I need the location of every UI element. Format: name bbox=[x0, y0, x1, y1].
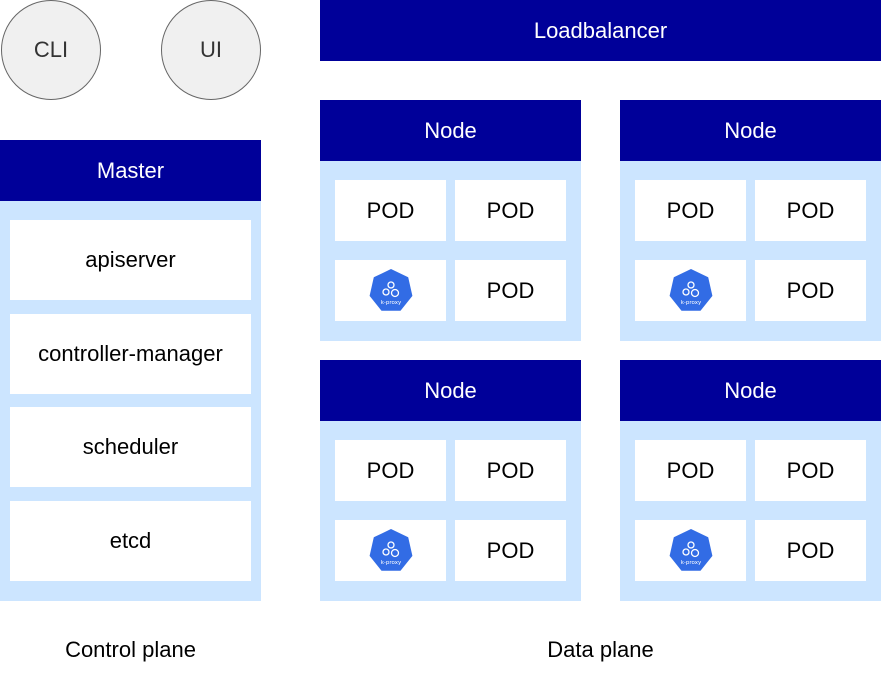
pod-label: POD bbox=[666, 457, 715, 483]
control-plane-caption: Control plane bbox=[0, 630, 261, 670]
node-header: Node bbox=[320, 100, 581, 161]
pod-label: POD bbox=[486, 457, 535, 483]
pod-box: POD bbox=[455, 440, 566, 501]
loadbalancer-box: Loadbalancer bbox=[320, 0, 881, 61]
controller-manager-box: controller-manager bbox=[10, 314, 251, 394]
control-plane-label: Control plane bbox=[65, 637, 196, 662]
pod-box: POD bbox=[455, 520, 566, 581]
node-header: Node bbox=[620, 360, 881, 421]
node-title: Node bbox=[724, 377, 777, 403]
kube-proxy-box: k-proxy bbox=[635, 260, 746, 321]
kubernetes-heptagon-icon: k-proxy bbox=[669, 528, 712, 571]
proxy-label: k-proxy bbox=[680, 300, 701, 306]
pod-box: POD bbox=[635, 440, 746, 501]
pod-label: POD bbox=[366, 197, 415, 223]
pod-label: POD bbox=[786, 277, 835, 303]
data-plane-label: Data plane bbox=[547, 637, 654, 662]
pod-box: POD bbox=[755, 440, 866, 501]
kube-proxy-box: k-proxy bbox=[335, 260, 446, 321]
node-header: Node bbox=[620, 100, 881, 161]
kubernetes-heptagon-icon: k-proxy bbox=[669, 268, 712, 311]
pod-box: POD bbox=[755, 180, 866, 241]
node-title: Node bbox=[424, 377, 477, 403]
master-title: Master bbox=[96, 157, 165, 183]
pod-label: POD bbox=[486, 537, 535, 563]
pod-label: POD bbox=[786, 197, 835, 223]
pod-box: POD bbox=[335, 180, 446, 241]
node-title: Node bbox=[424, 117, 477, 143]
pod-box: POD bbox=[755, 520, 866, 581]
kubernetes-heptagon-icon: k-proxy bbox=[369, 268, 412, 311]
pod-label: POD bbox=[486, 197, 535, 223]
etcd-label: etcd bbox=[109, 528, 152, 553]
pod-label: POD bbox=[786, 537, 835, 563]
pod-box: POD bbox=[335, 440, 446, 501]
apiserver-box: apiserver bbox=[10, 220, 251, 300]
data-plane-caption: Data plane bbox=[320, 630, 881, 670]
kubernetes-heptagon-icon: k-proxy bbox=[369, 528, 412, 571]
kube-proxy-box: k-proxy bbox=[635, 520, 746, 581]
node-header: Node bbox=[320, 360, 581, 421]
controller-manager-label: controller-manager bbox=[38, 341, 223, 366]
apiserver-label: apiserver bbox=[85, 247, 176, 272]
master-header: Master bbox=[0, 140, 261, 201]
pod-label: POD bbox=[486, 277, 535, 303]
proxy-label: k-proxy bbox=[680, 560, 701, 566]
etcd-box: etcd bbox=[10, 501, 251, 581]
scheduler-box: scheduler bbox=[10, 407, 251, 487]
loadbalancer-label: Loadbalancer bbox=[533, 17, 668, 43]
pod-label: POD bbox=[666, 197, 715, 223]
ui-client: UI bbox=[161, 0, 261, 100]
cli-label: CLI bbox=[33, 37, 69, 62]
pod-label: POD bbox=[786, 457, 835, 483]
cli-client: CLI bbox=[1, 0, 101, 100]
node-title: Node bbox=[724, 117, 777, 143]
proxy-label: k-proxy bbox=[380, 300, 401, 306]
ui-label: UI bbox=[200, 37, 222, 62]
pod-box: POD bbox=[455, 180, 566, 241]
pod-box: POD bbox=[755, 260, 866, 321]
pod-label: POD bbox=[366, 457, 415, 483]
pod-box: POD bbox=[455, 260, 566, 321]
pod-box: POD bbox=[635, 180, 746, 241]
scheduler-label: scheduler bbox=[82, 434, 179, 459]
proxy-label: k-proxy bbox=[380, 560, 401, 566]
kube-proxy-box: k-proxy bbox=[335, 520, 446, 581]
